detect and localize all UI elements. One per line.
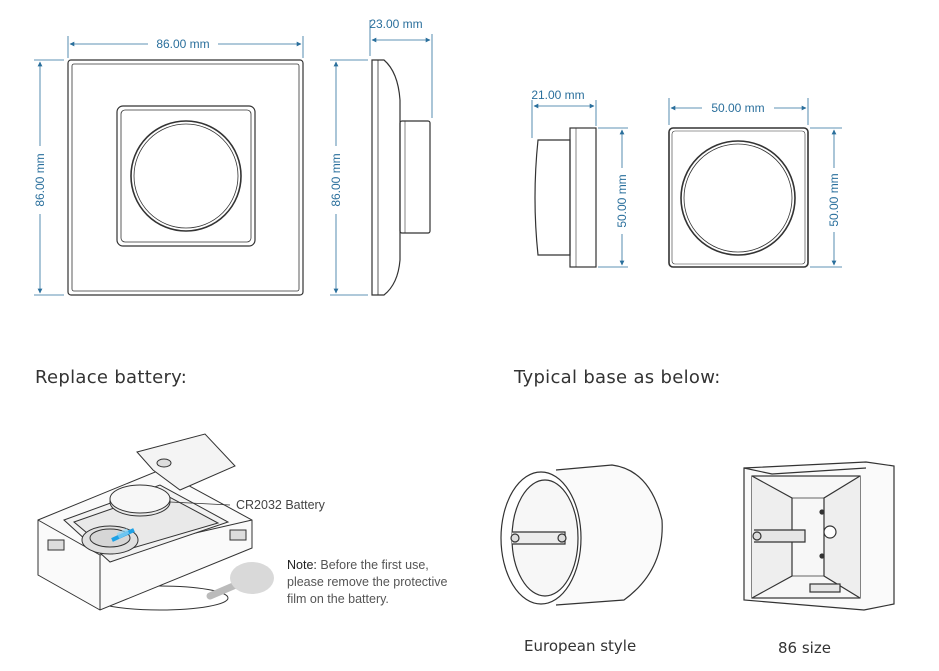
dim-front-height	[34, 59, 64, 296]
dim-front-width	[67, 36, 304, 58]
front-view-86	[67, 59, 304, 296]
replace-battery-heading: Replace battery:	[35, 367, 188, 388]
side-depth-label: 23.00 mm	[369, 17, 422, 31]
size86-caption: 86 size	[778, 639, 831, 657]
european-box-illustration	[500, 464, 663, 606]
note-line-1: Note: Before the first use,	[287, 558, 429, 572]
typical-base-heading: Typical base as below:	[514, 367, 721, 388]
battery-leader-line	[169, 501, 231, 506]
note-line-3: film on the battery.	[287, 592, 389, 606]
size86-box-illustration	[743, 461, 895, 611]
note-prefix: Note:	[287, 558, 317, 572]
front-width-label: 86.00 mm	[156, 37, 209, 51]
battery-note: Note: Before the first use, please remov…	[287, 557, 448, 608]
dim-side-depth	[369, 20, 433, 118]
side-view-50	[534, 127, 597, 268]
dim-small-front-width	[668, 98, 809, 125]
front-view-50	[668, 127, 809, 268]
small-side-height-label: 50.00 mm	[615, 174, 629, 227]
small-front-height-label: 50.00 mm	[827, 173, 841, 226]
small-front-width-label: 50.00 mm	[711, 101, 764, 115]
european-style-caption: European style	[524, 637, 637, 655]
small-side-depth-label: 21.00 mm	[531, 88, 584, 102]
front-height-label: 86.00 mm	[33, 153, 47, 206]
dim-small-side-depth	[531, 100, 597, 138]
insert-arrow-icon	[111, 528, 135, 542]
dim-side-height	[330, 59, 368, 296]
side-view-86	[371, 59, 431, 296]
side-height-label: 86.00 mm	[329, 153, 343, 206]
note-line-2: please remove the protective	[287, 575, 448, 589]
battery-label: CR2032 Battery	[236, 498, 325, 512]
peel-film-icon	[206, 562, 274, 600]
dim-small-side-height	[598, 127, 628, 268]
dim-small-front-height	[810, 127, 842, 268]
battery-illustration	[37, 433, 253, 611]
